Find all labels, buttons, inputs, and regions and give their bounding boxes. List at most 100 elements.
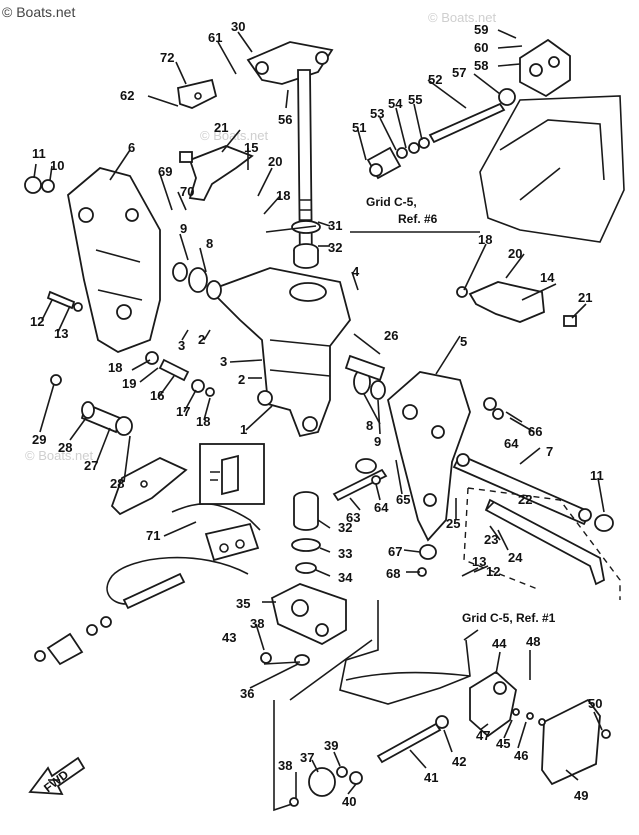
callout-12b: 12: [486, 564, 500, 579]
callout-13b: 13: [472, 554, 486, 569]
callout-2a: 2: [198, 332, 205, 347]
callout-43: 43: [222, 630, 236, 645]
lower-mount-part: [270, 583, 347, 646]
pin-26-part: [344, 354, 386, 382]
callout-63: 63: [346, 510, 360, 525]
callout-8b: 8: [366, 418, 373, 433]
callout-44: 44: [492, 636, 507, 651]
callout-39: 39: [324, 738, 338, 753]
bushing-32-top-part: [293, 243, 319, 269]
bolt-52-part: [428, 88, 516, 144]
callout-38b: 38: [278, 758, 292, 773]
callout-11b: 11: [590, 468, 604, 483]
callout-16: 16: [150, 388, 164, 403]
callout-20a: 20: [268, 154, 282, 169]
wire-lead-71-part: [171, 503, 261, 562]
callout-21b: 21: [578, 290, 592, 305]
callout-25: 25: [446, 516, 460, 531]
callout-57: 57: [452, 65, 466, 80]
callout-64b: 64: [374, 500, 389, 515]
callout-35: 35: [236, 596, 250, 611]
callout-67: 67: [388, 544, 402, 559]
callout-3a: 3: [178, 338, 185, 353]
nut-10-part: [24, 176, 55, 194]
callout-17: 17: [176, 404, 190, 419]
callout-26: 26: [384, 328, 398, 343]
callout-labels: 30 61 72 62 56 51 53 54 55 52 57 58 60 5…: [30, 19, 604, 809]
callout-29: 29: [32, 432, 46, 447]
callout-70: 70: [180, 184, 194, 199]
callout-62: 62: [120, 88, 134, 103]
callout-6: 6: [128, 140, 135, 155]
spacer-67-part: [417, 544, 437, 577]
bushing-27-28-part: [50, 374, 133, 436]
callout-21a: 21: [214, 120, 228, 135]
callout-18b: 18: [478, 232, 492, 247]
spacers-16-19-part: [145, 351, 215, 397]
tilt-pin-41-part: [376, 715, 449, 764]
callout-18d: 18: [196, 414, 210, 429]
callout-69: 69: [158, 164, 172, 179]
note-grid-c5-ref1: Grid C-5, Ref. #1: [462, 611, 556, 625]
leader-lines: [33, 29, 605, 812]
callout-5: 5: [460, 334, 467, 349]
callout-2b: 2: [238, 372, 245, 387]
callout-56: 56: [278, 112, 292, 127]
callout-33: 33: [338, 546, 352, 561]
callout-72: 72: [160, 50, 174, 65]
callout-18c: 18: [108, 360, 122, 375]
right-small-parts: [371, 281, 577, 726]
inset-box: [199, 443, 265, 505]
callout-64a: 64: [504, 436, 519, 451]
callout-4: 4: [352, 264, 360, 279]
callout-22: 22: [518, 492, 532, 507]
callout-47: 47: [476, 728, 490, 743]
callout-34: 34: [338, 570, 353, 585]
watermark-faint-mid: © Boats.net: [200, 128, 269, 143]
callout-60: 60: [474, 40, 488, 55]
callout-10: 10: [50, 158, 64, 173]
callout-48: 48: [526, 634, 540, 649]
steering-bracket-part: [246, 41, 334, 85]
lever-15-part: [179, 145, 254, 201]
callout-54: 54: [388, 96, 403, 111]
callout-27: 27: [84, 458, 98, 473]
callout-23: 23: [484, 532, 498, 547]
callout-8a: 8: [206, 236, 213, 251]
callout-28b: 28: [110, 476, 124, 491]
bracket-72-part: [177, 78, 218, 109]
callout-40: 40: [342, 794, 356, 809]
callout-9b: 9: [374, 434, 381, 449]
callout-13a: 13: [54, 326, 68, 341]
bolt-12-part: [46, 290, 83, 312]
callout-37: 37: [300, 750, 314, 765]
callout-20b: 20: [508, 246, 522, 261]
callout-65: 65: [396, 492, 410, 507]
callout-55: 55: [408, 92, 422, 107]
plate-49-part: [541, 698, 611, 786]
callout-66: 66: [528, 424, 542, 439]
callout-42: 42: [452, 754, 466, 769]
callout-11a: 11: [32, 146, 46, 161]
callout-49: 49: [574, 788, 588, 803]
callout-61: 61: [208, 30, 222, 45]
upper-mount-bracket-part: [519, 38, 571, 98]
callout-14: 14: [540, 270, 555, 285]
watermark-faint-left: © Boats.net: [25, 448, 94, 463]
callout-3b: 3: [220, 354, 227, 369]
callout-59: 59: [474, 22, 488, 37]
callout-45: 45: [496, 736, 510, 751]
callout-9a: 9: [180, 221, 187, 236]
watermark-main: © Boats.net: [2, 4, 75, 20]
lower-leg-silhouette: [339, 600, 471, 705]
callout-31: 31: [328, 218, 342, 233]
callout-50: 50: [588, 696, 602, 711]
fwd-arrow-icon: [28, 756, 86, 795]
clamp-bracket-right-part: [386, 371, 471, 542]
plug-part: [34, 616, 112, 666]
callout-19: 19: [122, 376, 136, 391]
callout-32b: 32: [338, 520, 352, 535]
lower-bushing-32-part: [291, 491, 321, 574]
